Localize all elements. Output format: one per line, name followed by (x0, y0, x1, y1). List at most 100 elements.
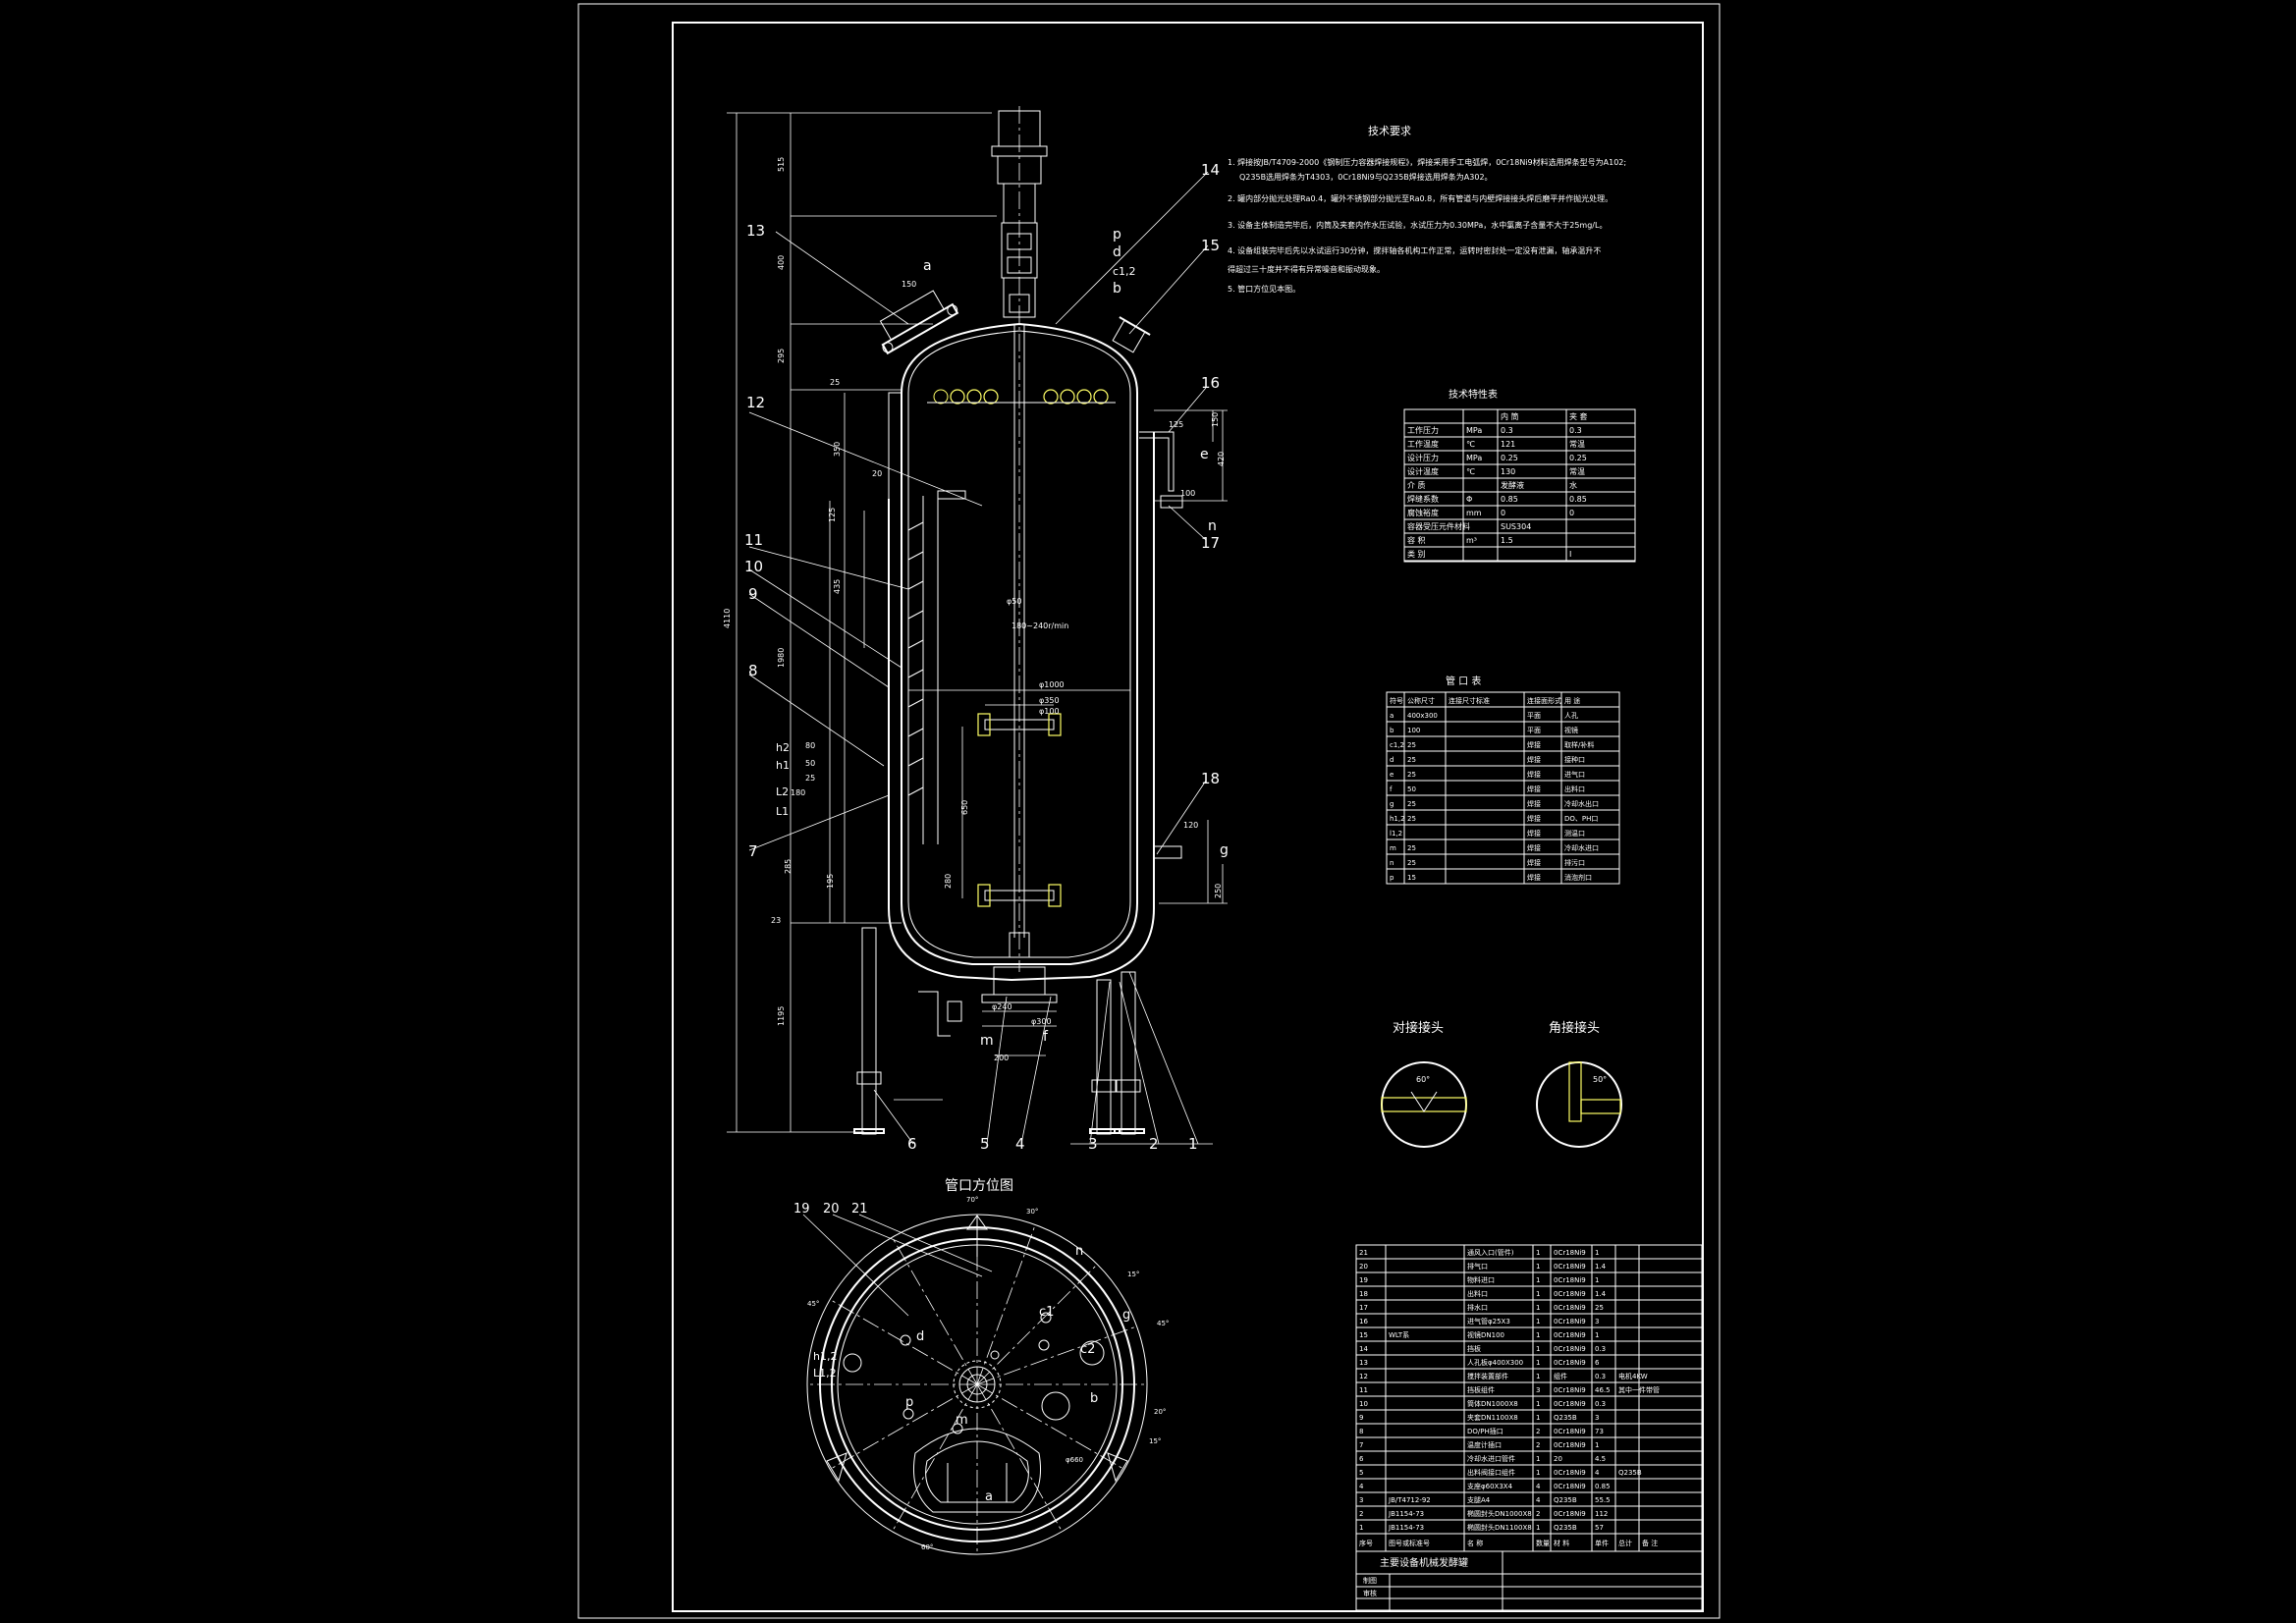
svg-text:100: 100 (1180, 489, 1195, 498)
callout: 15 (1201, 237, 1220, 254)
impeller-lower (977, 884, 1062, 907)
table-cell: a (1390, 712, 1394, 720)
bom-cell: 18 (1359, 1290, 1368, 1298)
bom-cell: 6 (1595, 1359, 1600, 1367)
bom-cell: 1 (1536, 1304, 1540, 1312)
table-cell: Φ (1466, 495, 1472, 504)
plan-angles: 70° 30° 15° 45° 20° 15° 60° 45° φ660 (807, 1196, 1169, 1551)
bom-cell: 11 (1359, 1386, 1368, 1394)
svg-text:150: 150 (902, 280, 916, 289)
svg-text:φ50: φ50 (1007, 597, 1021, 606)
bom-cell: 1 (1536, 1414, 1540, 1422)
table-cell: 焊接 (1527, 843, 1541, 852)
bom-cell: 112 (1595, 1510, 1608, 1518)
table-cell: p (1390, 874, 1394, 882)
table-cell: l1,2 (1390, 830, 1402, 838)
svg-text:4110: 4110 (723, 609, 732, 628)
callout: 3 (1088, 1135, 1098, 1153)
tech-requirements: 技术要求 1. 焊接按JB/T4709-2000《钢制压力容器焊接规程》，焊接采… (1228, 125, 1626, 294)
bom-cell: 1 (1536, 1263, 1540, 1271)
table-cell: 50 (1407, 785, 1416, 793)
bom-cell: 14 (1359, 1345, 1368, 1353)
callout: 12 (746, 394, 765, 411)
bom-cell: 3 (1595, 1414, 1599, 1422)
bom-cell: JB1154-73 (1388, 1524, 1424, 1532)
svg-text:60°: 60° (1416, 1075, 1430, 1084)
bom-cell: JB/T4712-92 (1388, 1496, 1431, 1504)
inner-shell (901, 322, 1138, 965)
bom-cell: 0Cr18Ni9 (1554, 1428, 1586, 1435)
table-cell: 焊接 (1527, 873, 1541, 882)
plan-nozzle: c2 (1080, 1342, 1095, 1357)
table-cell: g (1390, 800, 1394, 808)
bom-cell: 4 (1536, 1483, 1541, 1490)
jacket-outline (888, 432, 1155, 982)
table-cell: 25 (1407, 815, 1416, 823)
bom-cell: 2 (1536, 1510, 1540, 1518)
table-cell: 容 积 (1407, 535, 1426, 545)
table-cell: 类 别 (1407, 549, 1426, 559)
svg-text:70°: 70° (966, 1196, 978, 1204)
svg-text:400: 400 (777, 255, 786, 270)
table-cell: 介 质 (1407, 480, 1426, 490)
svg-text:285: 285 (784, 859, 793, 874)
callout: 4 (1015, 1135, 1025, 1153)
plan-nozzle: m (956, 1413, 968, 1428)
callout: 5 (980, 1135, 990, 1153)
bom-cell: 椭圆封头DN1100X8 (1467, 1523, 1532, 1532)
svg-text:1980: 1980 (777, 648, 786, 668)
nozzle-label: a (923, 258, 932, 274)
nozzle-label: p (1113, 227, 1121, 243)
callout-numbers: 13 12 11 10 9 8 7 14 15 16 17 18 1 2 3 4… (744, 161, 1220, 1153)
bom-cell: 0Cr18Ni9 (1554, 1469, 1586, 1477)
bom-cell: 0.85 (1595, 1483, 1611, 1490)
impeller-upper (977, 713, 1062, 736)
table-cell: I (1569, 550, 1571, 559)
svg-text:2. 罐内部分抛光处理Ra0.4，罐外不锈钢部分抛光至Ra0: 2. 罐内部分抛光处理Ra0.4，罐外不锈钢部分抛光至Ra0.8，所有管道与内壁… (1228, 193, 1613, 203)
svg-text:80: 80 (805, 741, 815, 750)
table-cell: 0.85 (1569, 495, 1587, 504)
bom-cell: 0Cr18Ni9 (1554, 1386, 1586, 1394)
table-cell: 平面 (1527, 712, 1541, 720)
svg-text:180: 180 (791, 788, 805, 797)
bom-cell: 视镜DN100 (1467, 1330, 1504, 1339)
table-cell: m (1390, 844, 1396, 852)
svg-text:60°: 60° (921, 1543, 933, 1551)
nozzle-label: h2 (776, 741, 790, 754)
bom-cell: 0.3 (1595, 1400, 1606, 1408)
svg-text:φ1000: φ1000 (1039, 680, 1065, 689)
nozzle-label: L1 (776, 805, 789, 818)
bom-cell: 1 (1595, 1331, 1599, 1339)
top-coils (927, 389, 1116, 405)
table-cell: 焊接 (1527, 784, 1541, 793)
plan-nozzle: c1 (1039, 1305, 1054, 1320)
table-cell: 水 (1569, 480, 1577, 490)
svg-text:25: 25 (805, 774, 815, 783)
bom-cell: 0Cr18Ni9 (1554, 1318, 1586, 1325)
table-cell: 15 (1407, 874, 1416, 882)
bom-cell: 2 (1359, 1510, 1363, 1518)
table-cell: SUS304 (1501, 522, 1531, 531)
bom-cell: 17 (1359, 1304, 1368, 1312)
bom-cell: 4 (1359, 1483, 1364, 1490)
callout: 19 (793, 1202, 810, 1217)
bom-cell: 0Cr18Ni9 (1554, 1290, 1586, 1298)
bom-cell: 0Cr18Ni9 (1554, 1400, 1586, 1408)
bom-cell: 0Cr18Ni9 (1554, 1510, 1586, 1518)
bom-cell: 2 (1536, 1428, 1540, 1435)
bom-header-cell: 备 注 (1642, 1539, 1658, 1547)
svg-text:Q235B选用焊条为T4303，0Cr18Ni9与Q235B: Q235B选用焊条为T4303，0Cr18Ni9与Q235B焊接选用焊条为A30… (1239, 172, 1493, 182)
svg-text:φ100: φ100 (1039, 707, 1060, 716)
bom-cell: 1 (1359, 1524, 1363, 1532)
bom-cell: 1 (1536, 1331, 1540, 1339)
bom-cell: 0Cr18Ni9 (1554, 1263, 1586, 1271)
bom-cell: JB1154-73 (1388, 1510, 1424, 1518)
corner-weld-label: 角接接头 (1549, 1020, 1600, 1036)
bom-cell: 4.5 (1595, 1455, 1606, 1463)
table-cell: 25 (1407, 859, 1416, 867)
bom-cell: 3 (1359, 1496, 1363, 1504)
bom-cell: 20 (1359, 1263, 1368, 1271)
bom-cell: 1 (1595, 1249, 1599, 1257)
